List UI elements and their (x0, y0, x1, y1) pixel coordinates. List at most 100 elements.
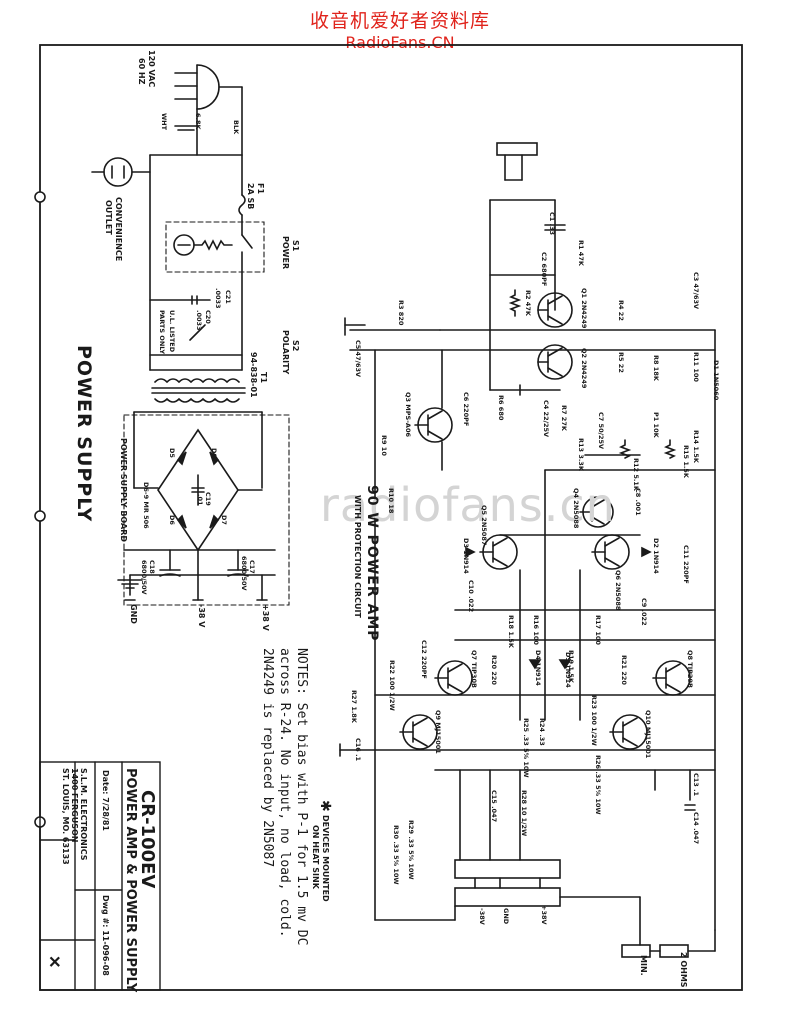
notes-line-3: 2N4249 is replaced by 2N5087 (260, 648, 275, 868)
load-resistors (621, 929, 716, 958)
comp-c15: C15 .047 (490, 790, 498, 823)
comp-r9: R9 10 (380, 435, 388, 456)
comp-r15: R15 1.5K (682, 445, 690, 478)
cap-c17-label: C17 (248, 560, 256, 574)
comp-c9: C9 .022 (640, 598, 648, 626)
diode-d7-label: D7 (220, 515, 228, 525)
ac-plug (174, 64, 243, 110)
ac-wire-white: WHT (160, 113, 168, 131)
ac-resistor-value: 6.8K (194, 113, 202, 130)
notes-line-2: across R-24. No input, no load, cold. (277, 648, 292, 938)
comp-r7: R7 27K (560, 405, 568, 431)
comp-r18: R18 1.5K (507, 615, 515, 648)
title-block-company-2: 1400 FERGUSON (70, 768, 79, 843)
cap-c17-value: 6800/50V (240, 556, 248, 591)
power-supply-title: POWER SUPPLY (73, 345, 95, 523)
comp-r24: R24 .33 (538, 718, 546, 746)
ac-input-label-2: 60 HZ (137, 58, 146, 85)
comp-c14: C14 .047 (692, 812, 700, 845)
rail-ground-label: GND (129, 604, 138, 624)
comp-q8: Q8 TIP29B (686, 650, 694, 688)
fuse-label-2: 2A SB (246, 183, 255, 210)
input-stage (344, 274, 716, 921)
diode-d6 (176, 514, 187, 529)
vbe-multiplier (544, 329, 716, 931)
comp-c2: C2 680PF (540, 252, 548, 287)
comp-r23: R23 100 1/2W (590, 695, 598, 746)
terminal-ground: GND (502, 908, 510, 925)
power-amp-title: 90 W POWER AMP (364, 485, 380, 642)
title-block (39, 761, 161, 991)
comp-d1: D1 1N5060 (712, 360, 720, 401)
comp-r10: R10 18 (387, 488, 395, 514)
diode-d8 (209, 451, 220, 466)
cap-c19-value: .01 (196, 494, 204, 506)
power-switch-box (165, 221, 265, 273)
switch-s1-label-1: S1 (291, 240, 300, 252)
comp-r17: R17 100 (594, 615, 602, 645)
comp-r28: R28 10 1/2W (520, 790, 528, 837)
comp-r4: R4 22 (617, 300, 625, 321)
watermark-chinese: 收音机爱好者资料库 (309, 10, 490, 32)
comp-q1: Q1 2N4249 (580, 288, 588, 329)
comp-r27: R27 1.8K (350, 690, 358, 723)
comp-c4: C4 22/25V (542, 400, 550, 438)
comp-r8: R8 18K (652, 355, 660, 381)
outlet-label-1: CONVENIENCE (114, 197, 123, 262)
comp-r12: R12 5.1K (632, 458, 640, 491)
title-block-model: CR-100EV (137, 790, 158, 889)
comp-r11: R11 100 (692, 352, 700, 382)
filter-caps (117, 549, 276, 601)
comp-r2: R2 47K (524, 290, 532, 316)
comp-r3: R3 820 (397, 300, 405, 326)
rail-negative-label: -38 V (197, 604, 206, 628)
cap-c20-label: C20 (204, 310, 212, 324)
comp-q2: Q2 2N4249 (580, 348, 588, 389)
transformer-t1 (133, 369, 263, 489)
ul-note-2: PARTS ONLY (158, 310, 166, 355)
ac-wiring (149, 86, 253, 371)
cap-c18-label: C18 (148, 560, 156, 574)
transformer-label-1: T1 (259, 372, 268, 384)
terminal-negative: -38V (478, 908, 486, 925)
bridge-rectangle (133, 428, 263, 552)
comp-q6: Q6 2N5088 (614, 570, 622, 611)
comp-r22: R22 100 1/2W (388, 660, 396, 711)
comp-q3: Q3 MPS-A06 (404, 392, 412, 437)
transistor-q6 (591, 534, 630, 570)
comp-c11: C11 220PF (682, 545, 690, 584)
transistor-q4 (579, 496, 614, 528)
ul-note-1: U.L. LISTED (168, 310, 176, 353)
comp-d3: D3 1N914 (462, 538, 470, 574)
transistor-q5 (465, 534, 652, 570)
fuse-label-1: F1 (256, 183, 265, 195)
comp-c16: C16 .1 (354, 738, 362, 762)
transformer-label-2: 94-838-01 (249, 352, 258, 398)
comp-c13: C13 .1 (692, 773, 700, 797)
switch-s1-label-2: POWER (281, 236, 290, 270)
title-block-title: POWER AMP & POWER SUPPLY (123, 768, 138, 993)
comp-r14: R14 1.5K (692, 430, 700, 463)
notes-line-1: NOTES: Set bias with P-1 for 1.5 mv DC (294, 648, 309, 946)
transistor-q2 (489, 344, 573, 396)
comp-r16: R16 100 (532, 615, 540, 645)
power-lamp (173, 234, 233, 256)
cap-c21-label: C21 (224, 290, 232, 304)
outlet-label-2: OUTLET (104, 200, 113, 235)
comp-c12: C12 220PF (420, 640, 428, 679)
title-block-company-1: S.L.M. ELECTRONICS (79, 768, 88, 861)
power-supply-board-outline (123, 414, 290, 606)
cap-c19-label: C19 (204, 492, 212, 506)
comp-r25: R25 .33 5% 10W (522, 718, 530, 778)
input-connector (489, 142, 566, 391)
ac-input-label-1: 120 VAC (147, 50, 156, 88)
title-block-company-3: ST. LOUIS, MO. 63133 (61, 768, 70, 865)
ac-wire-black: BLK (232, 120, 240, 135)
comp-c1: C1 .33 (548, 212, 556, 236)
diode-d4 (528, 659, 542, 670)
transistor-q8 (652, 660, 691, 696)
diode-part-label: D6-9 MR 506 (142, 482, 150, 529)
comp-r29: R29 .33 5% 10W (407, 820, 415, 880)
